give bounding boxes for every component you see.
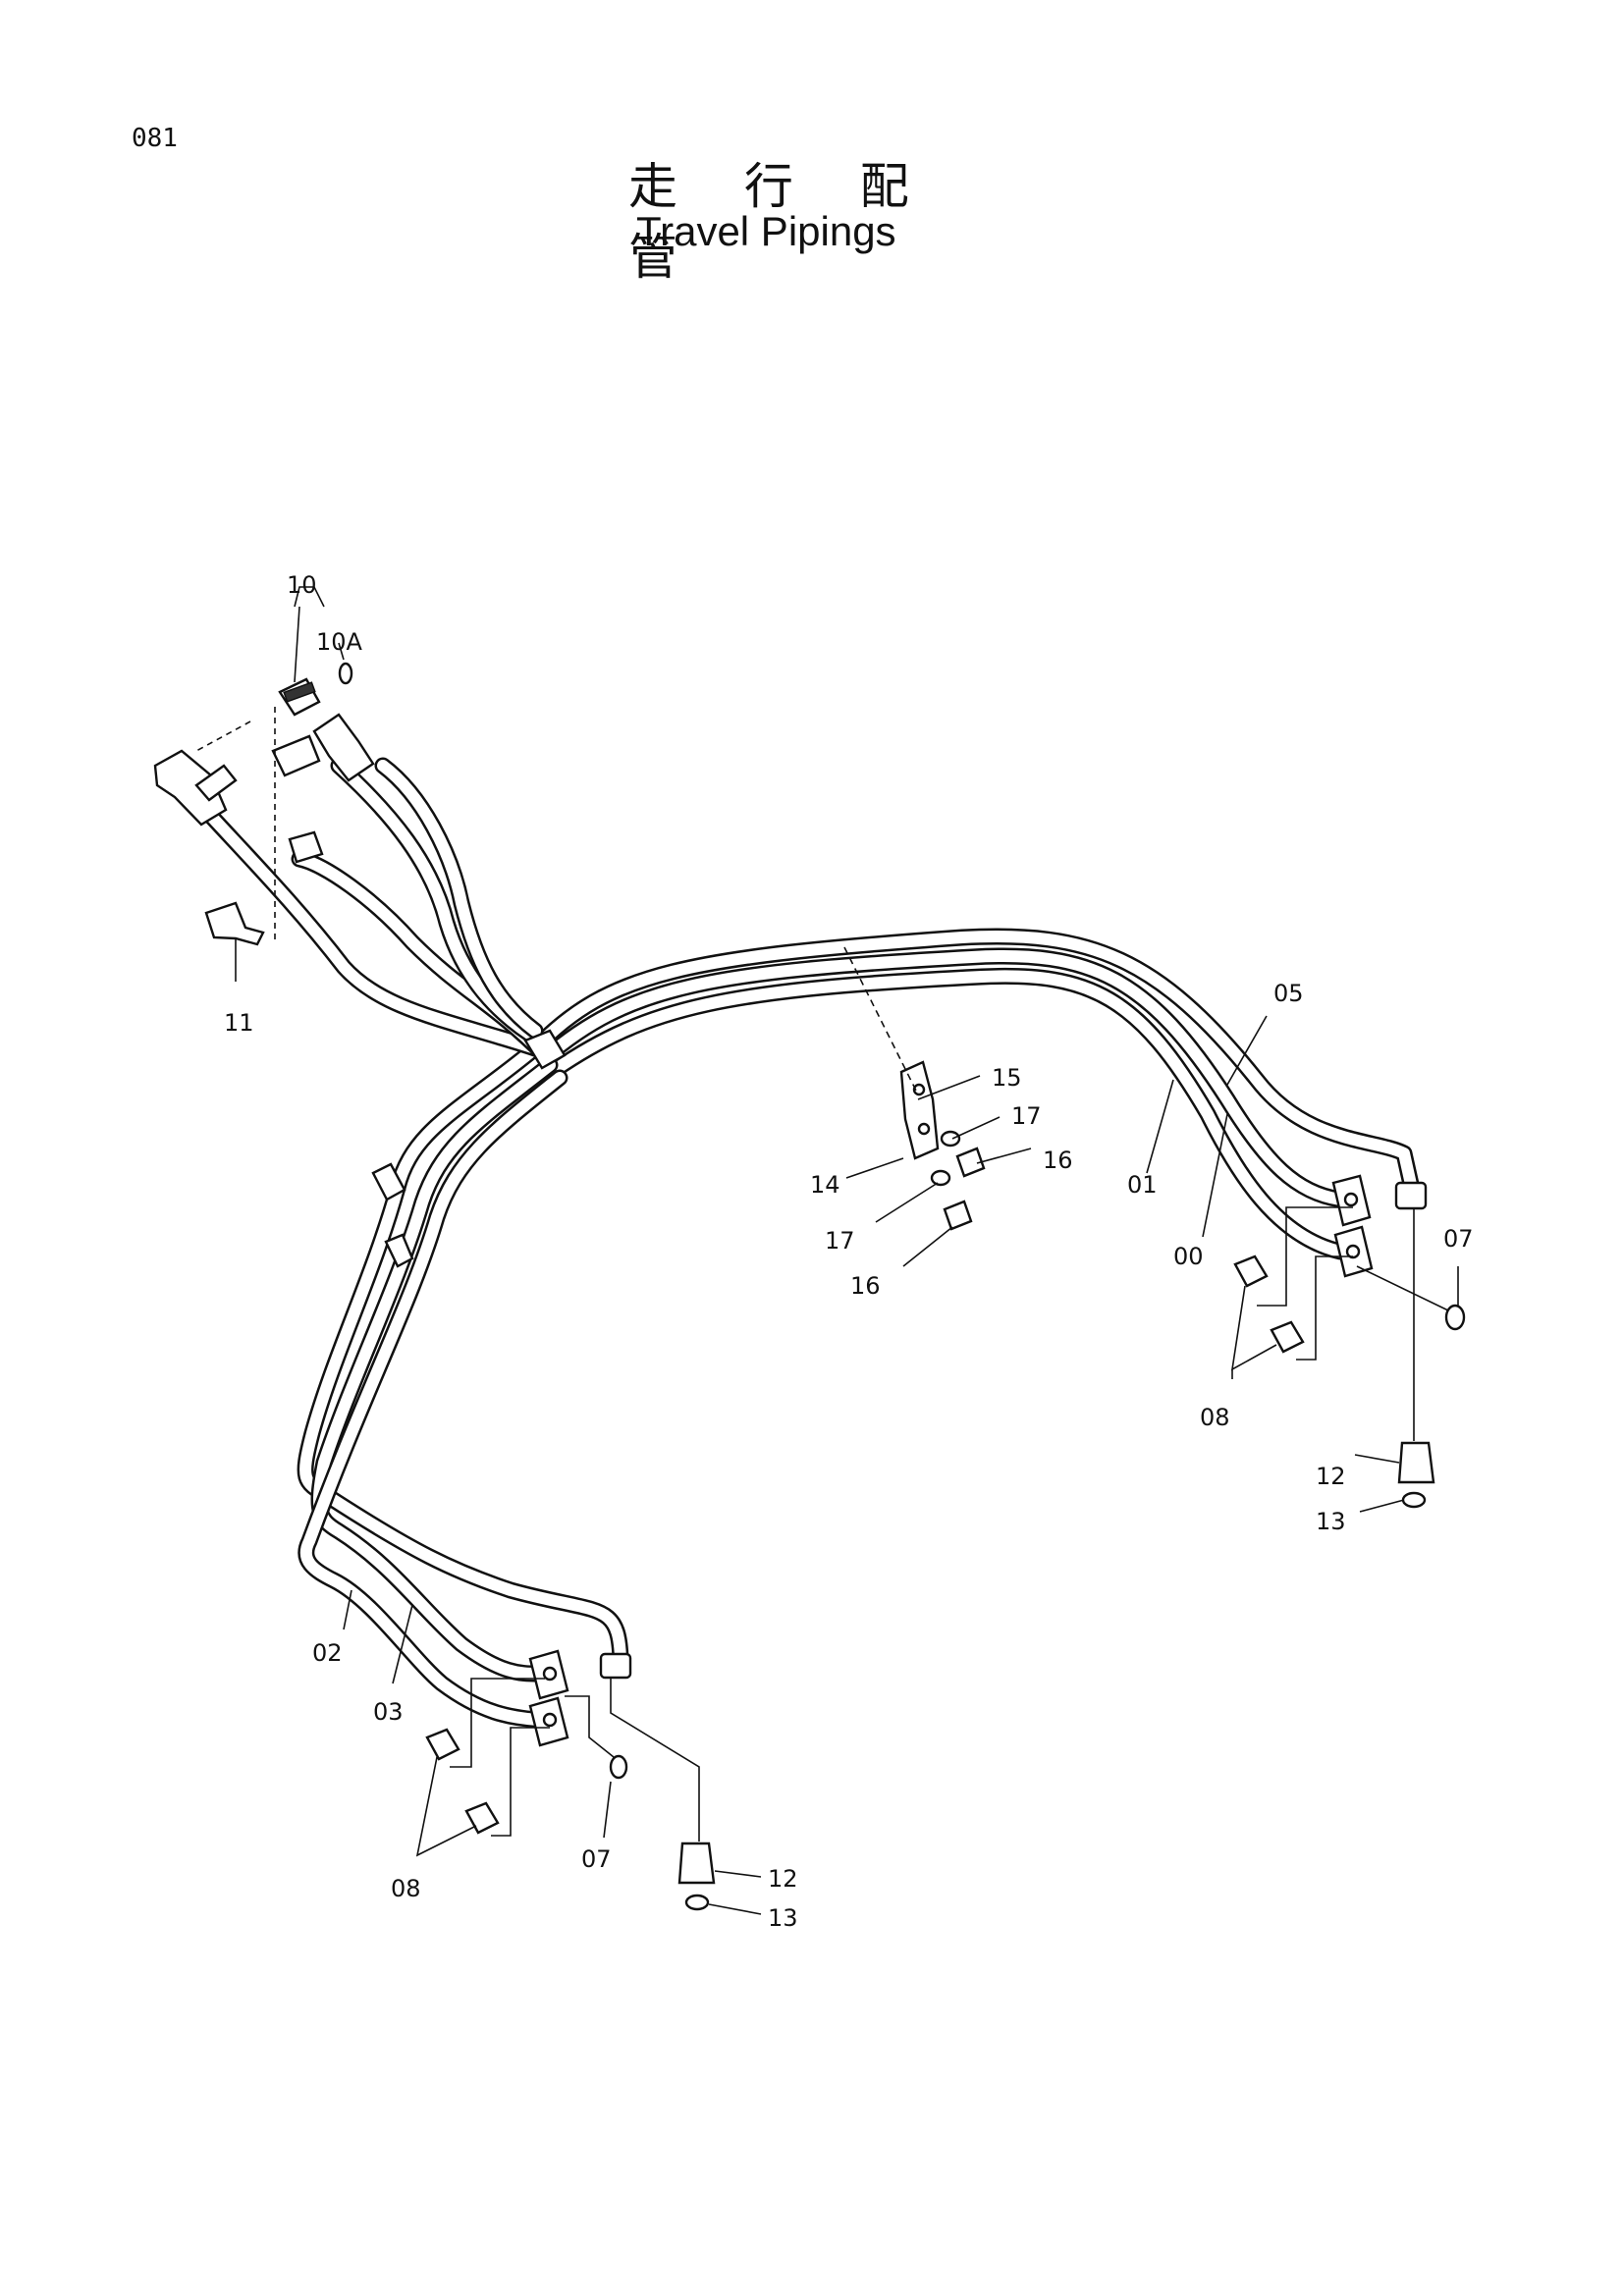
callout-17-bottom: 17 [825, 1227, 855, 1255]
bolt-08-right-a [1233, 1255, 1269, 1288]
pipe-bundle [188, 757, 1423, 1729]
callout-10a: 10A [316, 628, 363, 656]
callout-17-top: 17 [1011, 1102, 1042, 1130]
callout-03: 03 [373, 1698, 404, 1726]
callout-00: 00 [1173, 1243, 1204, 1270]
callout-16-top: 16 [1043, 1147, 1073, 1174]
clamp-14 [899, 1060, 940, 1160]
fitting-12-left [677, 1842, 716, 1885]
bolt-08-right-b [1270, 1320, 1305, 1354]
bolt-08-left-b [464, 1801, 500, 1835]
callout-02: 02 [312, 1639, 343, 1667]
callout-12-left: 12 [768, 1865, 798, 1893]
callout-07-right: 07 [1443, 1225, 1474, 1253]
callout-10: 10 [287, 571, 317, 599]
bolt-16-top [955, 1147, 986, 1178]
callout-12-right: 12 [1316, 1463, 1346, 1490]
callout-13-left: 13 [768, 1904, 798, 1932]
o-ring-13-left [684, 1894, 710, 1911]
right-side-parts [1233, 1174, 1466, 1509]
lower-left-parts [425, 1649, 716, 1911]
o-ring-10a [338, 662, 353, 685]
callout-08-right: 08 [1200, 1404, 1230, 1431]
washer-17-top [940, 1130, 961, 1148]
o-ring-07-left [609, 1754, 628, 1780]
o-ring-07-right [1444, 1304, 1466, 1331]
callout-16-bottom: 16 [850, 1272, 881, 1300]
fitting-12-right [1397, 1441, 1435, 1484]
callout-13-right: 13 [1316, 1508, 1346, 1535]
upper-left-fittings [153, 662, 375, 946]
elbow-fitting-right [312, 713, 375, 782]
clamp-assembly [843, 946, 986, 1231]
o-ring-13-right [1401, 1491, 1427, 1509]
callout-labels: 10 10A 11 05 15 17 16 14 17 16 01 00 07 … [224, 571, 1474, 1932]
bolt-08-left-a [425, 1728, 460, 1761]
callout-07-left: 07 [581, 1845, 612, 1873]
junction-clamp [371, 1029, 567, 1268]
bolt-16-bottom [943, 1200, 973, 1231]
callout-15: 15 [992, 1064, 1022, 1092]
elbow-nut-right [1394, 1181, 1428, 1210]
page-number: 081 [132, 124, 178, 153]
title-japanese: 走 行 配 管 [628, 158, 935, 286]
callout-05: 05 [1273, 980, 1304, 1007]
washer-17-bottom [930, 1169, 951, 1187]
elbow-nut-left [599, 1652, 632, 1680]
elbow-fitting-left [153, 749, 228, 827]
callout-01: 01 [1127, 1171, 1158, 1199]
connector-11 [204, 901, 265, 946]
leader-lines [235, 586, 1459, 1915]
title-english: Travel Pipings [636, 208, 896, 254]
callout-14: 14 [810, 1171, 840, 1199]
callout-11: 11 [224, 1009, 254, 1037]
callout-08-left: 08 [391, 1875, 421, 1902]
